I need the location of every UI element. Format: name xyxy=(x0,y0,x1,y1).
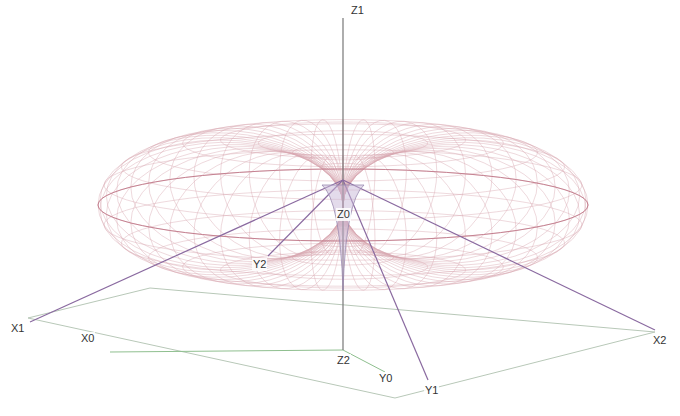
y1-axis xyxy=(343,180,428,380)
axis-label: Y0 xyxy=(378,372,393,385)
axis-label: X2 xyxy=(652,334,667,347)
axis-label: X0 xyxy=(80,332,95,345)
mesh-line xyxy=(221,123,344,256)
axis-label: Z2 xyxy=(336,354,351,367)
axis-label: Z1 xyxy=(350,4,365,17)
x0-axis xyxy=(110,350,343,352)
axis-label: Y1 xyxy=(424,384,439,397)
x1-axis xyxy=(30,180,343,322)
axis-label: Z0 xyxy=(336,208,351,221)
ground-plane xyxy=(28,288,655,398)
z-axis xyxy=(342,18,343,350)
axis-label: X1 xyxy=(10,322,25,335)
axis-label: Y2 xyxy=(252,258,267,271)
mesh-line xyxy=(194,153,343,286)
mesh-line xyxy=(343,153,492,286)
x2-axis xyxy=(343,180,655,330)
center-funnel xyxy=(322,185,364,290)
